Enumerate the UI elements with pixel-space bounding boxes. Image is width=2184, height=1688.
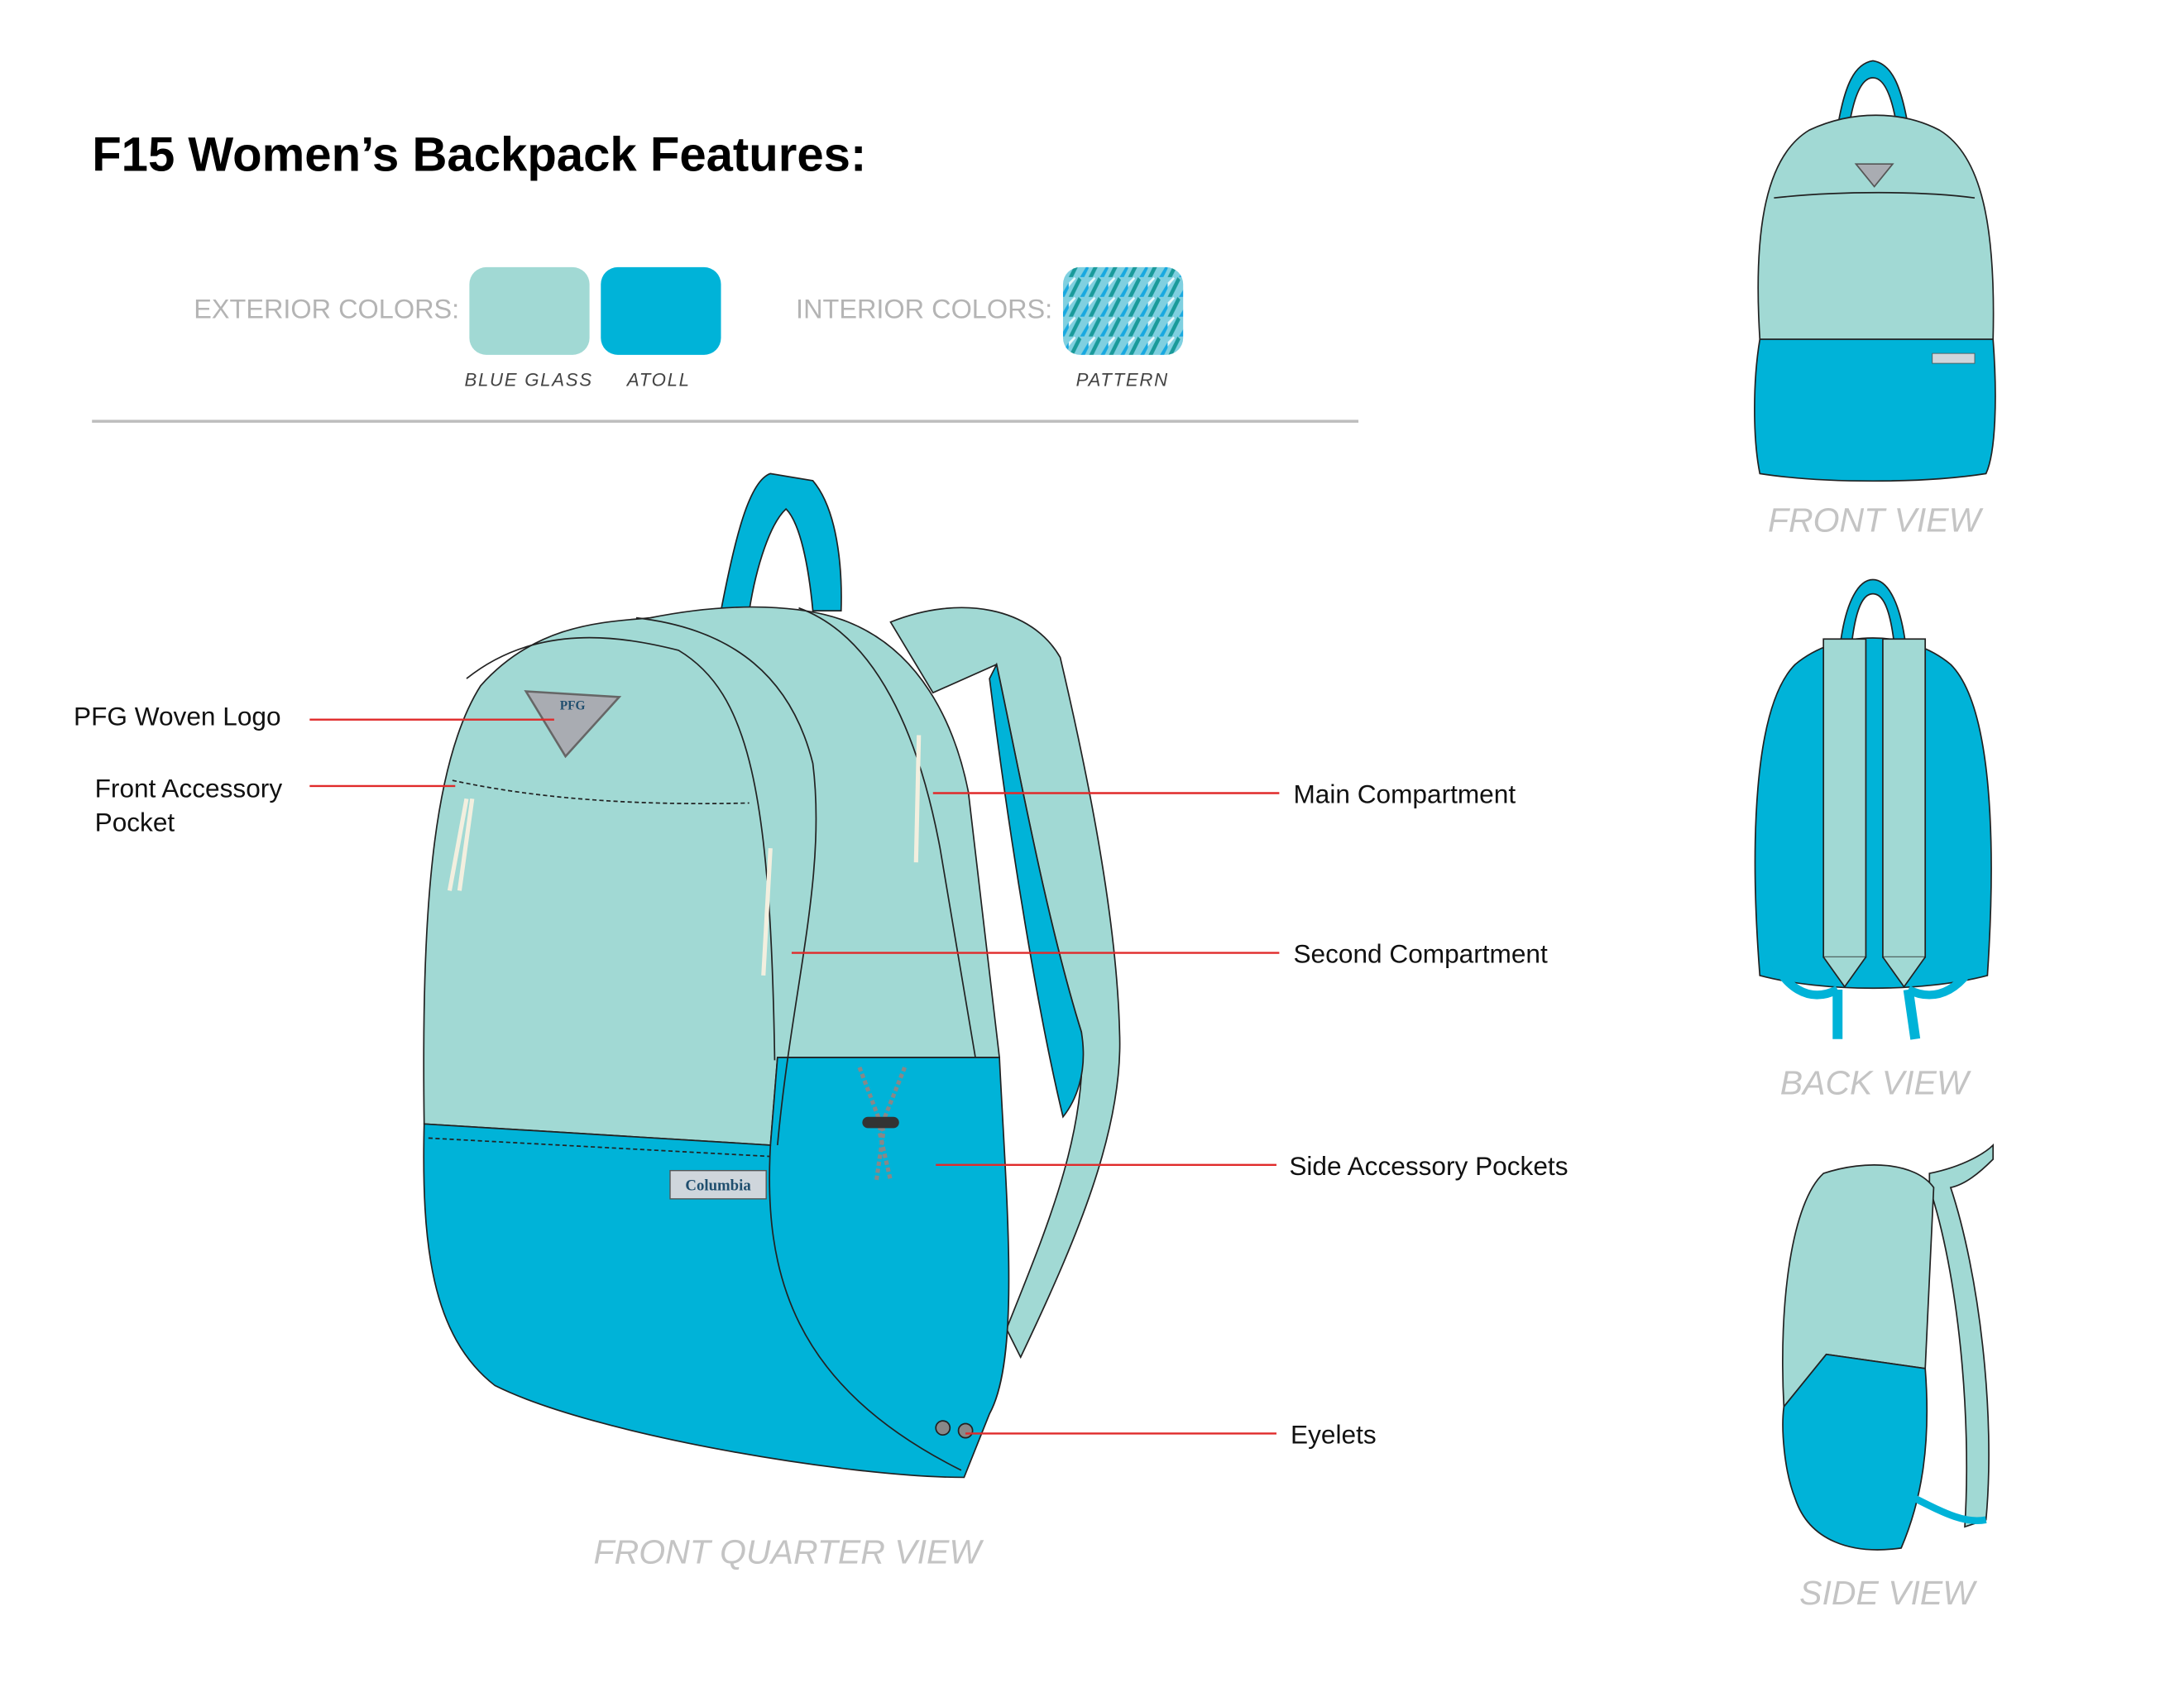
callout-eyelets: Eyelets bbox=[1291, 1419, 1377, 1449]
callout-front-pocket-2: Pocket bbox=[95, 808, 175, 837]
swatch-label-atoll: ATOLL bbox=[625, 369, 691, 390]
callout-main-compartment: Main Compartment bbox=[1293, 779, 1516, 808]
interior-colors-label: INTERIOR COLORS: bbox=[796, 294, 1052, 324]
label-side-view: SIDE VIEW bbox=[1799, 1574, 1977, 1612]
backpack-front-quarter: PFG Columbia bbox=[423, 472, 1121, 1479]
backpack-side-view bbox=[1782, 1143, 1995, 1551]
label-back-view: BACK VIEW bbox=[1780, 1063, 1971, 1101]
page-title: F15 Women’s Backpack Features: bbox=[92, 128, 866, 182]
swatch-atoll bbox=[601, 266, 721, 355]
swatch-pattern bbox=[1062, 266, 1184, 355]
callout-second-compartment: Second Compartment bbox=[1293, 939, 1548, 969]
columbia-label-text: Columbia bbox=[685, 1177, 751, 1195]
pfg-logo-patch bbox=[524, 690, 622, 759]
swatch-blue-glass bbox=[469, 266, 590, 355]
backpack-front-view bbox=[1754, 60, 1996, 482]
callout-side-pockets: Side Accessory Pockets bbox=[1289, 1151, 1568, 1181]
label-front-quarter-view: FRONT QUARTER VIEW bbox=[594, 1533, 984, 1571]
columbia-label bbox=[669, 1169, 767, 1200]
callout-pfg-logo: PFG Woven Logo bbox=[74, 701, 281, 731]
swatch-label-pattern: PATTERN bbox=[1076, 369, 1169, 390]
pfg-logo-text: PFG bbox=[560, 699, 586, 713]
swatch-label-blue-glass: BLUE GLASS bbox=[464, 369, 592, 390]
backpack-back-view bbox=[1754, 578, 1992, 1040]
callout-front-pocket: Front Accessory bbox=[95, 774, 283, 803]
label-front-view: FRONT VIEW bbox=[1768, 501, 1984, 539]
exterior-colors-label: EXTERIOR COLORS: bbox=[194, 294, 459, 324]
